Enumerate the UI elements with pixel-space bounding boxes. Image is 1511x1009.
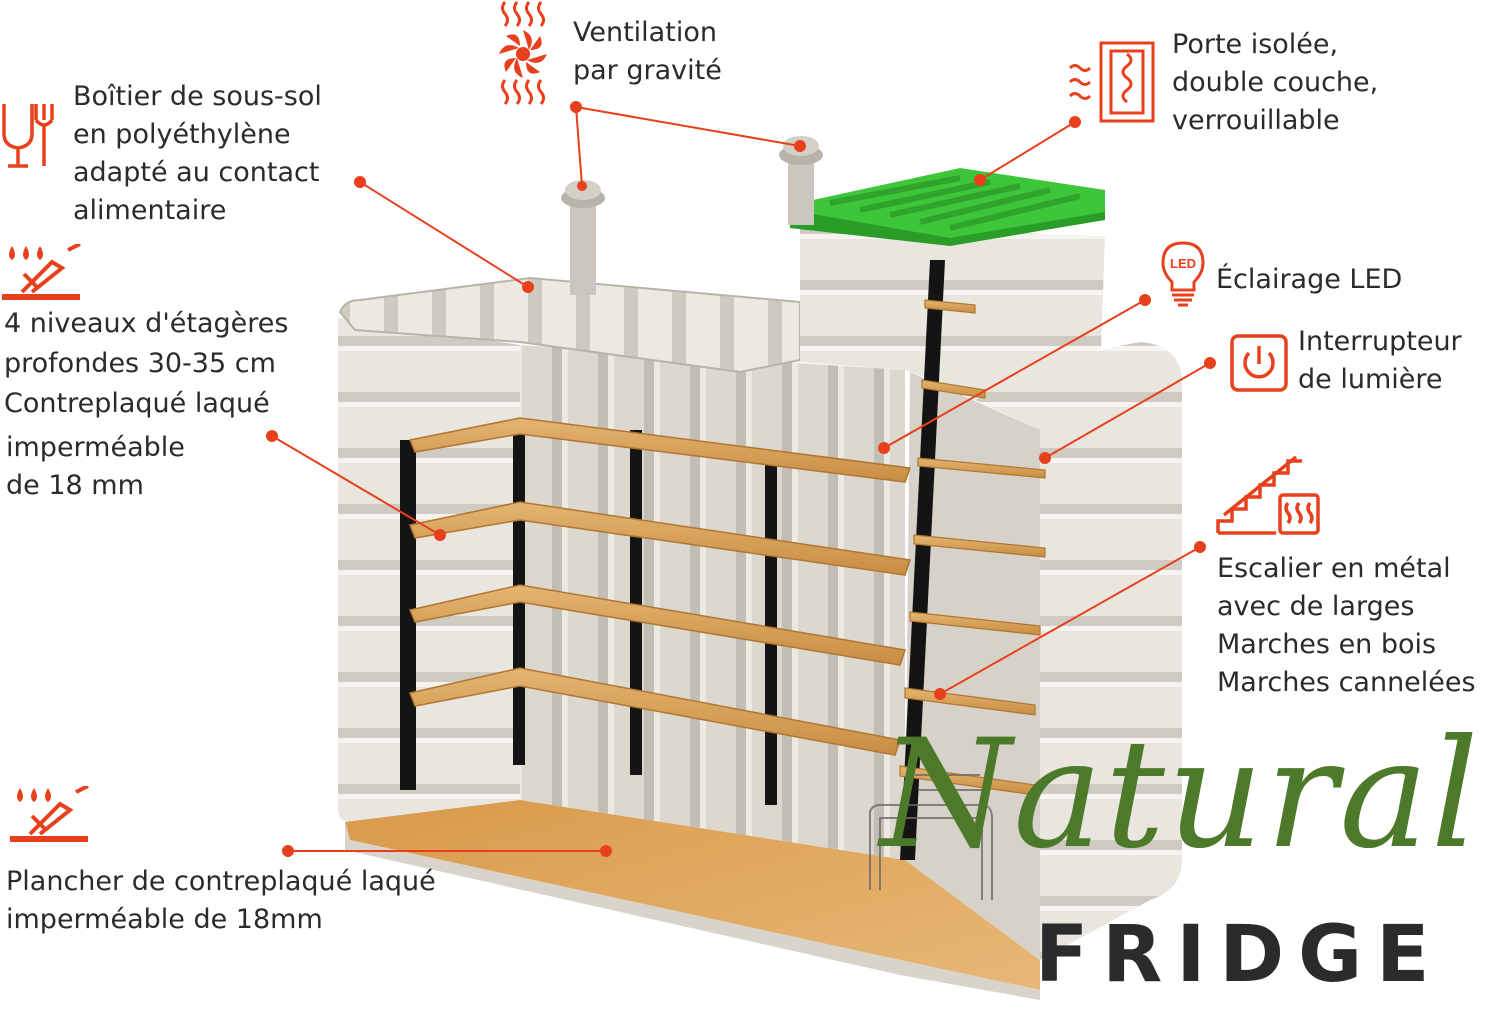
label-lighting: Éclairage LED <box>1216 261 1402 299</box>
label-line: par gravité <box>573 55 722 86</box>
label-line: Escalier en métal <box>1217 553 1451 584</box>
fan-heat-icon <box>499 1 547 105</box>
power-switch-icon <box>1230 334 1288 392</box>
waterproof-icon <box>2 244 81 300</box>
label-ventilation: Ventilation par gravité <box>573 14 722 90</box>
label-shelves-material: imperméable de 18 mm <box>6 429 185 505</box>
food-safe-icon <box>2 104 54 168</box>
label-line: Boîtier de sous-sol <box>73 81 322 112</box>
green-door-lid <box>790 168 1105 246</box>
label-floor: Plancher de contreplaqué laqué imperméab… <box>6 863 436 939</box>
logo-script-natural: Natural <box>880 708 1481 882</box>
vent-pipe-left <box>561 180 605 295</box>
label-line: imperméable de 18mm <box>6 904 323 935</box>
label-housing: Boîtier de sous-sol en polyéthylène adap… <box>73 78 322 230</box>
label-switch: Interrupteur de lumière <box>1298 323 1462 399</box>
stairs-heat-icon <box>1216 455 1320 535</box>
label-line: Ventilation <box>573 17 717 48</box>
insulated-door-icon <box>1068 41 1155 123</box>
label-line: 4 niveaux d'étagères <box>4 308 289 339</box>
logo-word-fridge: FRIDGE <box>1035 910 1444 1000</box>
label-line: avec de larges <box>1217 591 1415 622</box>
waterproof-icon <box>10 786 89 842</box>
shelves <box>408 417 912 756</box>
label-line: Interrupteur <box>1298 326 1462 357</box>
stair-handrail <box>869 774 993 900</box>
roof <box>338 276 801 374</box>
left-wall <box>338 318 520 822</box>
floor-panel <box>345 800 1040 990</box>
label-line: Marches en bois <box>1217 629 1437 660</box>
label-line: adapté au contact <box>73 157 320 188</box>
label-line: de lumière <box>1298 364 1443 395</box>
svg-text:LED: LED <box>1170 256 1196 271</box>
led-bulb-icon: LED <box>1161 241 1205 307</box>
label-line: en polyéthylène <box>73 119 291 150</box>
label-shelves: 4 niveaux d'étagères profondes 30-35 cm … <box>4 304 288 424</box>
label-line: profondes 30-35 cm <box>4 348 276 379</box>
label-line: alimentaire <box>73 195 227 226</box>
label-line: imperméable <box>6 432 185 463</box>
label-line: verrouillable <box>1172 105 1340 136</box>
label-door: Porte isolée, double couche, verrouillab… <box>1172 26 1378 140</box>
label-line: Marches cannelées <box>1217 667 1476 698</box>
label-line: Porte isolée, <box>1172 29 1339 60</box>
floor-base <box>345 822 1040 1000</box>
label-stairs: Escalier en métal avec de larges Marches… <box>1217 550 1476 702</box>
label-line: double couche, <box>1172 67 1379 98</box>
label-line: de 18 mm <box>6 470 144 501</box>
label-line: Éclairage LED <box>1216 264 1403 295</box>
label-line: Plancher de contreplaqué laqué <box>6 866 436 897</box>
label-line: Contreplaqué laqué <box>4 388 270 419</box>
